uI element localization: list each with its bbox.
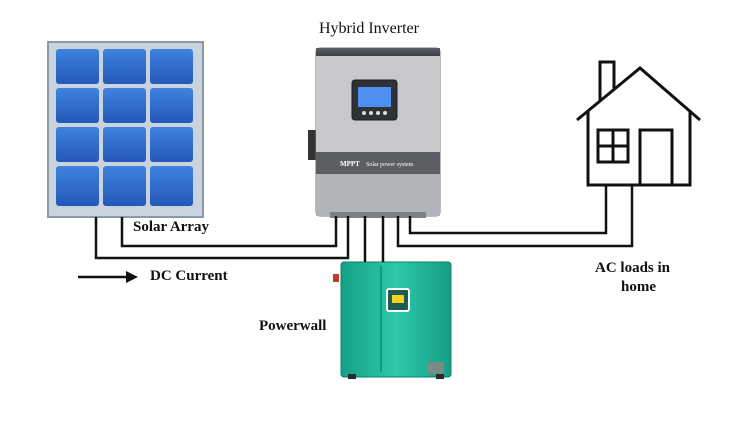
dc-arrow-icon (78, 271, 138, 283)
solar-panel-cells (56, 49, 193, 206)
dc-current-label: DC Current (150, 268, 228, 284)
inverter-title: Hybrid Inverter (319, 20, 419, 37)
wiring (94, 185, 634, 262)
inverter-brand-text: MPPT (340, 160, 360, 168)
ac-loads-label-line1: AC loads in (595, 260, 671, 276)
solar-array-label: Solar Array (133, 219, 209, 235)
powerwall-label: Powerwall (259, 318, 327, 334)
inverter-sub-text: Solar power system (366, 162, 414, 168)
powerwall-battery (333, 261, 452, 379)
ac-loads-label-line2: home (621, 279, 656, 295)
house-icon (576, 60, 701, 187)
hybrid-inverter: MPPT Solar power system (308, 47, 441, 218)
solar-panel (47, 41, 204, 218)
